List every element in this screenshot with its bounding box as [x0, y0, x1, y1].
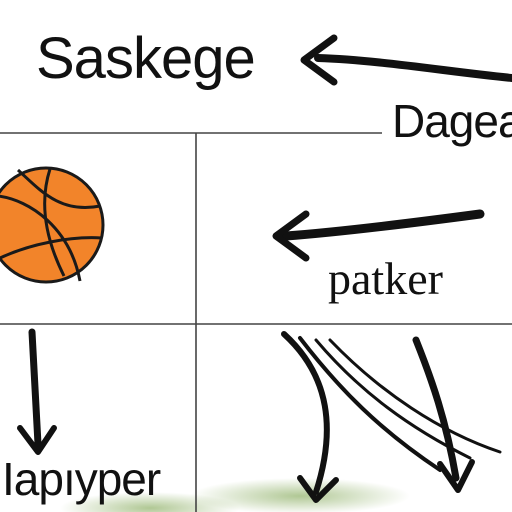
arrow-to-patker — [272, 209, 485, 262]
curved-arrow-left — [281, 331, 339, 503]
ground-shadow-right — [190, 478, 410, 512]
arrow-down-left — [17, 328, 57, 455]
curved-arrow-middle — [298, 336, 502, 472]
label-dagea: Dagea — [392, 95, 512, 147]
label-bottom-left: Ιapıyper — [2, 453, 161, 505]
grid-lines — [0, 132, 512, 512]
curved-arrow-right — [412, 336, 475, 493]
arrow-to-title — [300, 34, 512, 86]
diagram-title: Saskege — [36, 26, 256, 91]
label-patker: patker — [328, 253, 443, 304]
basketball-icon — [0, 166, 105, 284]
